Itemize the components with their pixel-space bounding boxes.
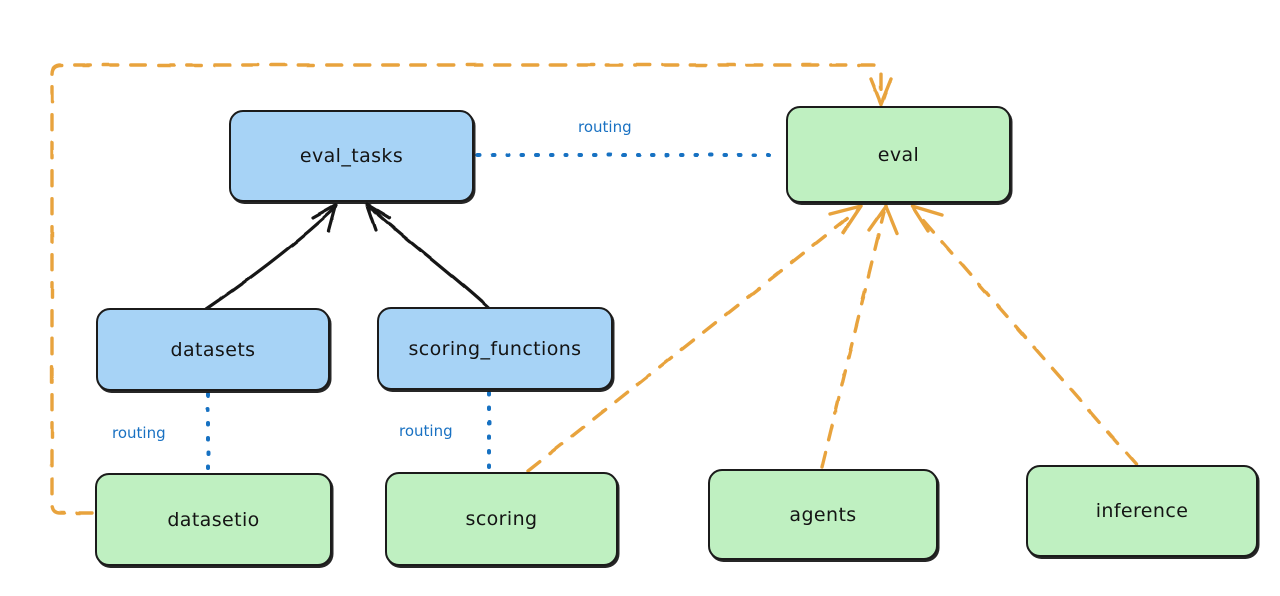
node-label: inference — [1095, 500, 1189, 522]
node-label: scoring_functions — [408, 337, 582, 360]
node-label: datasets — [170, 338, 256, 361]
node-datasetio[interactable]: datasetio — [95, 473, 332, 566]
node-agents[interactable]: agents — [708, 469, 938, 560]
node-scoring-functions[interactable]: scoring_functions — [377, 307, 613, 390]
edge-inference-to-eval-dependency — [910, 204, 1138, 466]
edge-datasets-to-eval-tasks — [204, 203, 338, 311]
node-label: eval — [877, 143, 920, 166]
node-label: scoring — [465, 508, 538, 530]
node-inference[interactable]: inference — [1026, 465, 1258, 557]
node-label: agents — [789, 503, 857, 526]
edge-label-routing-scoring: routing — [399, 422, 453, 440]
edge-label-routing-datasetio: routing — [112, 424, 166, 442]
edge-label-routing-eval: routing — [578, 118, 632, 136]
node-eval-tasks[interactable]: eval_tasks — [229, 110, 474, 202]
edge-scoring-functions-to-eval-tasks — [365, 202, 491, 310]
edge-agents-to-eval-dependency — [820, 204, 899, 469]
node-label: datasetio — [167, 508, 260, 531]
node-scoring[interactable]: scoring — [385, 472, 618, 566]
node-eval[interactable]: eval — [786, 106, 1011, 203]
node-datasets[interactable]: datasets — [96, 308, 330, 391]
node-label: eval_tasks — [299, 145, 404, 167]
